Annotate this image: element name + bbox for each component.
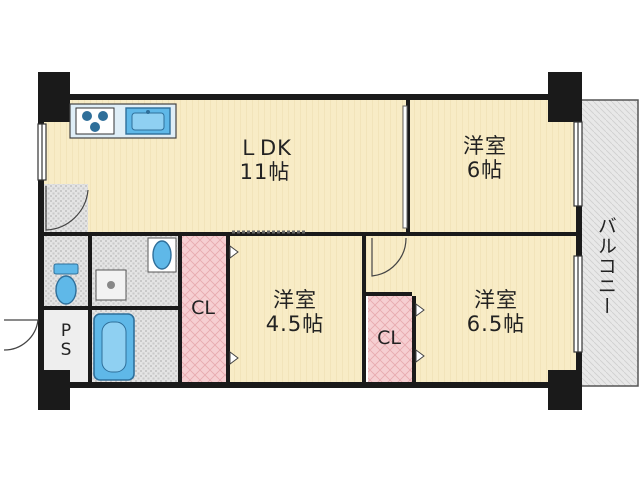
ldk-name: ＬDK <box>238 136 292 160</box>
washbasin-icon <box>147 237 177 273</box>
balcony <box>579 99 639 387</box>
western1-label: 洋室 6帖 <box>440 134 530 182</box>
western3-floor <box>412 236 578 382</box>
ps-line2: S <box>60 339 72 360</box>
stove-icon <box>75 107 115 135</box>
western3-size: 6.5帖 <box>466 312 526 337</box>
closet-door-marks <box>229 245 425 365</box>
western2-name: 洋室 <box>273 288 317 312</box>
ps-line1: P <box>60 321 72 341</box>
western3-name: 洋室 <box>474 288 518 312</box>
sink-icon <box>125 107 171 135</box>
washer-pan-icon <box>95 269 127 301</box>
balcony-label: バルコニー <box>594 216 617 316</box>
bathtub-icon <box>93 313 135 381</box>
ps-label: P S <box>44 322 88 359</box>
western1-size: 6帖 <box>466 158 504 183</box>
ldk-label: ＬDK 11帖 <box>200 136 330 184</box>
sliding-door <box>402 105 408 229</box>
toilet-icon <box>53 263 79 305</box>
western3-label: 洋室 6.5帖 <box>448 288 544 336</box>
closet2-label: CL <box>377 327 401 349</box>
western2-size: 4.5帖 <box>265 312 325 337</box>
closet1-floor <box>180 236 226 382</box>
western2-floor <box>228 236 362 382</box>
ldk-size: 11帖 <box>239 160 291 185</box>
door-swing-icon <box>3 186 407 351</box>
western2-label: 洋室 4.5帖 <box>250 288 340 336</box>
closet2-floor <box>368 296 412 382</box>
western1-name: 洋室 <box>463 134 507 158</box>
closet1-label: CL <box>191 297 215 319</box>
walls <box>38 72 582 410</box>
hall-floor <box>366 236 412 294</box>
window-icon <box>37 121 583 353</box>
